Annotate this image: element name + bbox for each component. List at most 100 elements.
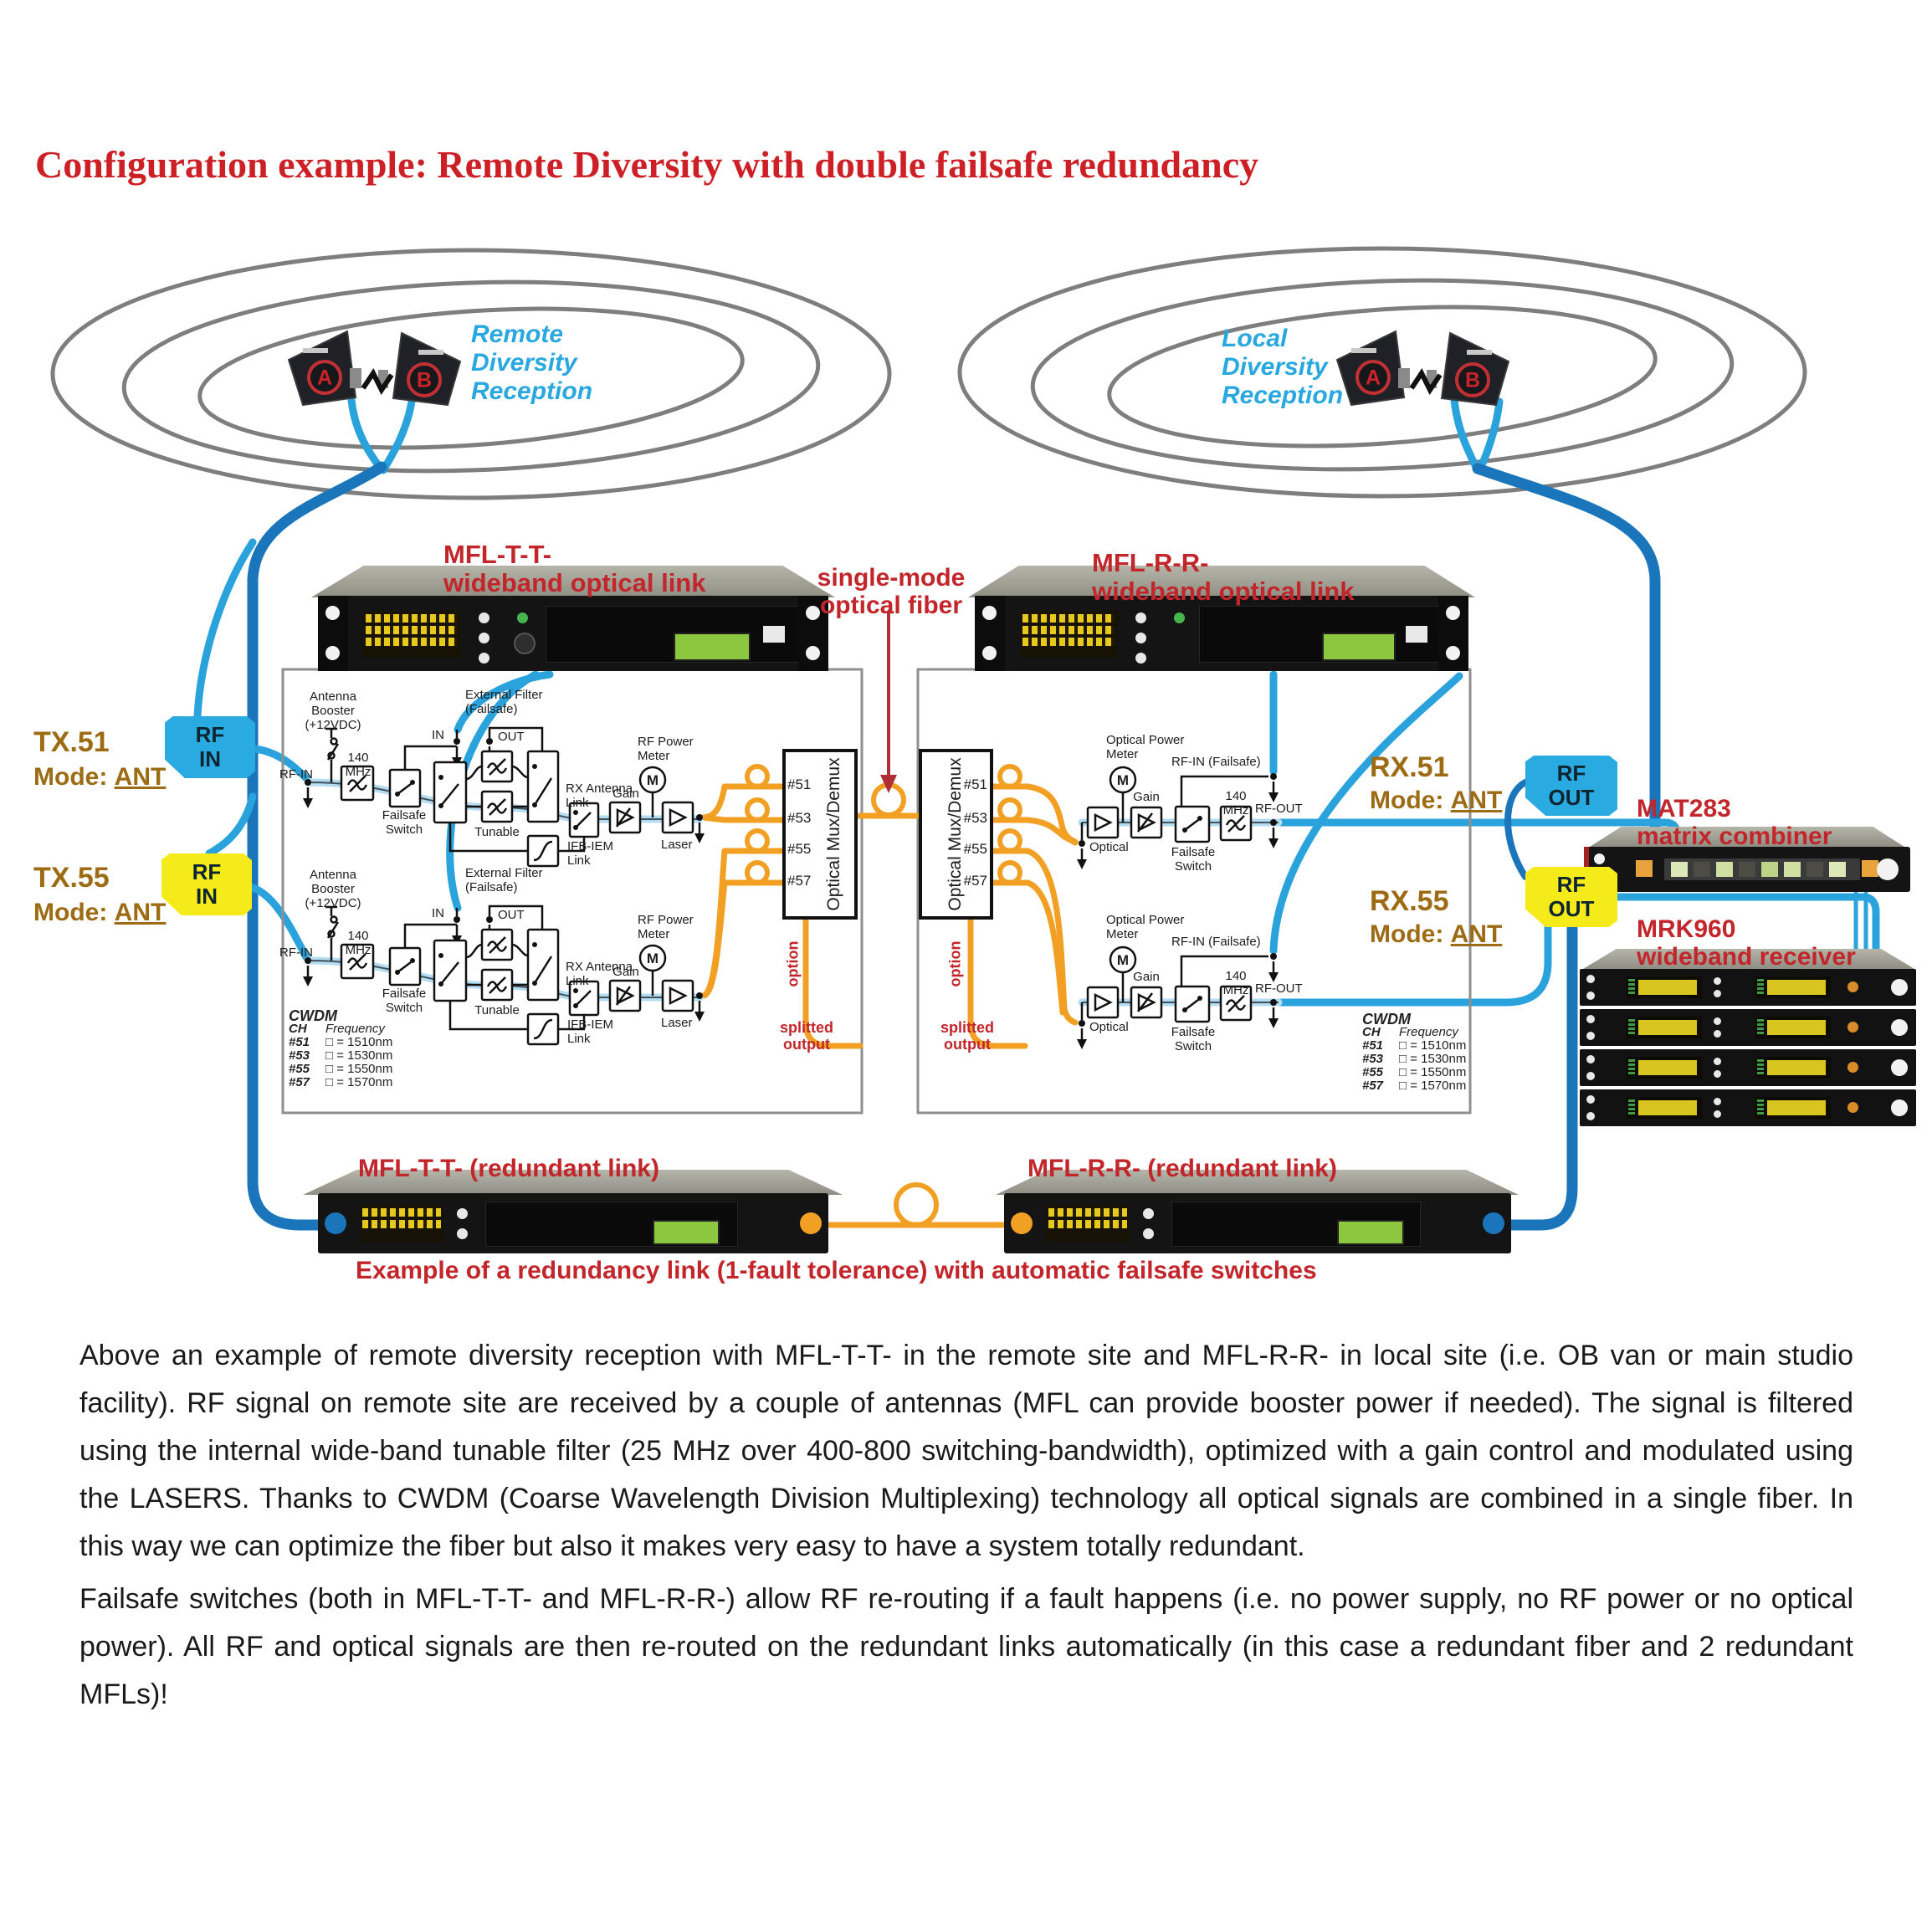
mfl-rr-name: MFL-R-R- <box>1092 548 1209 577</box>
rack-lcd <box>653 1220 720 1245</box>
mode-label: Mode: <box>1370 920 1444 948</box>
mfl-rr-label: MFL-R-R- wideband optical link <box>1092 549 1354 606</box>
tx55-mode: Mode: ANT <box>33 899 166 927</box>
cwdm-title: CWDM <box>289 1007 337 1024</box>
rf-feed-cables <box>193 538 1880 1007</box>
blue-connector <box>1483 1212 1504 1234</box>
redundant-caption: Example of a redundancy link (1-fault to… <box>356 1257 1317 1284</box>
tx1-in-label: IN <box>432 728 444 742</box>
tx1-laser-label: Laser <box>661 838 693 852</box>
tx2-laser-label: Laser <box>661 1016 693 1030</box>
rx1-rf-out-label: RF-OUT <box>1255 802 1303 816</box>
rack-ear <box>1438 596 1468 671</box>
mux-left-port-51: #51 <box>787 776 812 792</box>
rx2-gain-label: Gain <box>1133 970 1160 984</box>
tx1-failsafe-label: Failsafe Switch <box>382 808 427 837</box>
blue-connector <box>325 1212 346 1234</box>
rx1-optical-power-meter-label: Optical Power Meter <box>1106 733 1185 761</box>
body-paragraph-2: Failsafe switches (both in MFL-T-T- and … <box>79 1583 1853 1710</box>
cwdm-ch-header: CH <box>1362 1025 1381 1039</box>
tx2-140mhz-label: 140 MHz <box>345 929 372 957</box>
fiber-connector <box>800 1212 822 1234</box>
rx2-rf-out-label: RF-OUT <box>1255 981 1303 996</box>
coverage-ellipses-remote <box>50 248 892 500</box>
tx1-rf-in-label: RF-IN <box>279 767 313 782</box>
rack-button <box>1406 626 1427 643</box>
page-title: Configuration example: Remote Diversity … <box>35 143 1259 186</box>
mode-value: ANT <box>1450 920 1503 948</box>
rack-lcd <box>1322 633 1396 661</box>
cwdm-freq-header: Frequency <box>325 1022 385 1036</box>
tx1-rf-power-meter-label: RF Power Meter <box>638 735 694 763</box>
mfl-tt-rack <box>318 596 828 671</box>
tx2-out-label: OUT <box>498 908 525 922</box>
rack-display <box>1046 1205 1130 1242</box>
mfl-rr-subtitle: wideband optical link <box>1092 577 1355 606</box>
mrk-row <box>1580 1049 1916 1086</box>
mrk960-label: MRK960 wideband receiver <box>1637 915 1856 971</box>
mfl-tt-name: MFL-T-T- <box>443 540 552 569</box>
redundant-tx-rack <box>318 1193 828 1253</box>
fiber-label: single-mode optical fiber <box>817 564 966 619</box>
cwdm-row: #55□ = 1550nm <box>289 1062 393 1076</box>
tx1-tunable-label: Tunable <box>474 825 520 839</box>
rack-display <box>1020 611 1117 658</box>
redundant-rx-rack <box>1004 1193 1511 1253</box>
mfl-rr-rack <box>975 596 1468 671</box>
redundant-tx-label: MFL-T-T- (redundant link) <box>358 1155 659 1182</box>
tx2-failsafe-label: Failsafe Switch <box>382 986 427 1015</box>
mux-left-port-53: #53 <box>787 810 812 826</box>
tx2-external-filter-label: External Filter (Failsafe) <box>465 866 543 894</box>
mat283-label: MAT283 matrix combiner <box>1637 795 1832 850</box>
rack-display <box>360 1205 443 1242</box>
cwdm-row: #51□ = 1510nm <box>289 1035 393 1049</box>
tx2-gain-label: Gain <box>612 965 639 979</box>
fiber-pointer-arrow <box>880 611 897 793</box>
mode-label: Mode: <box>1370 787 1444 814</box>
rx2-optical-label: Optical <box>1089 1020 1129 1034</box>
antenna-b-letter: B <box>416 368 433 392</box>
tx2-antenna-booster-label: Antenna Booster (+12VDC) <box>305 868 361 910</box>
optical-mux-demux-right <box>919 749 993 920</box>
tx2-rf-power-meter-label: RF Power Meter <box>638 913 694 941</box>
antenna-a-letter: A <box>316 366 333 390</box>
rack-lcd <box>674 633 751 661</box>
mux-right-port-51: #51 <box>963 776 987 792</box>
mat-button <box>1636 860 1653 877</box>
mux-left-label: Optical Mux/Demux <box>824 757 843 911</box>
tx51-mode: Mode: ANT <box>33 763 166 792</box>
tx1-gain-label: Gain <box>612 787 639 801</box>
cwdm-title: CWDM <box>1362 1011 1411 1027</box>
rx1-140mhz-label: 140 MHz <box>1222 789 1249 817</box>
mux-left-port-55: #55 <box>787 841 812 857</box>
tx2-rf-in-label: RF-IN <box>279 946 313 960</box>
mfl-rr-rack-lid <box>968 566 1475 597</box>
rf-in-badge-tx51: RF IN <box>165 716 255 778</box>
mat-button-row <box>1664 858 1860 880</box>
mode-label: Mode: <box>33 763 108 791</box>
rx2-optical-power-meter-label: Optical Power Meter <box>1106 913 1185 941</box>
tx2-ifb-iem-label: IFB-IEM Link <box>567 1017 613 1046</box>
mrk960-subtitle: wideband receiver <box>1637 943 1856 971</box>
cwdm-row: #51□ = 1510nm <box>1362 1038 1467 1053</box>
redundant-rx-label: MFL-R-R- (redundant link) <box>1027 1155 1337 1182</box>
tx1-antenna-booster-label: Antenna Booster (+12VDC) <box>305 689 361 732</box>
mux-left-port-57: #57 <box>787 873 812 889</box>
mat283-rack-lid <box>1590 827 1904 847</box>
rx1-meter-m: M <box>1116 772 1130 788</box>
mrk-row <box>1580 1009 1916 1046</box>
rack-led <box>1174 612 1185 623</box>
rack-button <box>763 626 785 643</box>
redundant-tx-rack-lid <box>303 1170 843 1195</box>
tx55-label: TX.55 <box>33 862 110 894</box>
mode-value: ANT <box>114 899 167 926</box>
optical-fibers <box>700 764 1079 1228</box>
rx2-140mhz-label: 140 MHz <box>1222 969 1249 997</box>
rack-ear <box>798 596 828 671</box>
cwdm-row: #57□ = 1570nm <box>289 1075 393 1089</box>
mrk960-rack-lid <box>1583 949 1914 969</box>
redundant-rx-rack-lid <box>996 1170 1519 1195</box>
coverage-ellipses-local <box>957 246 1807 499</box>
